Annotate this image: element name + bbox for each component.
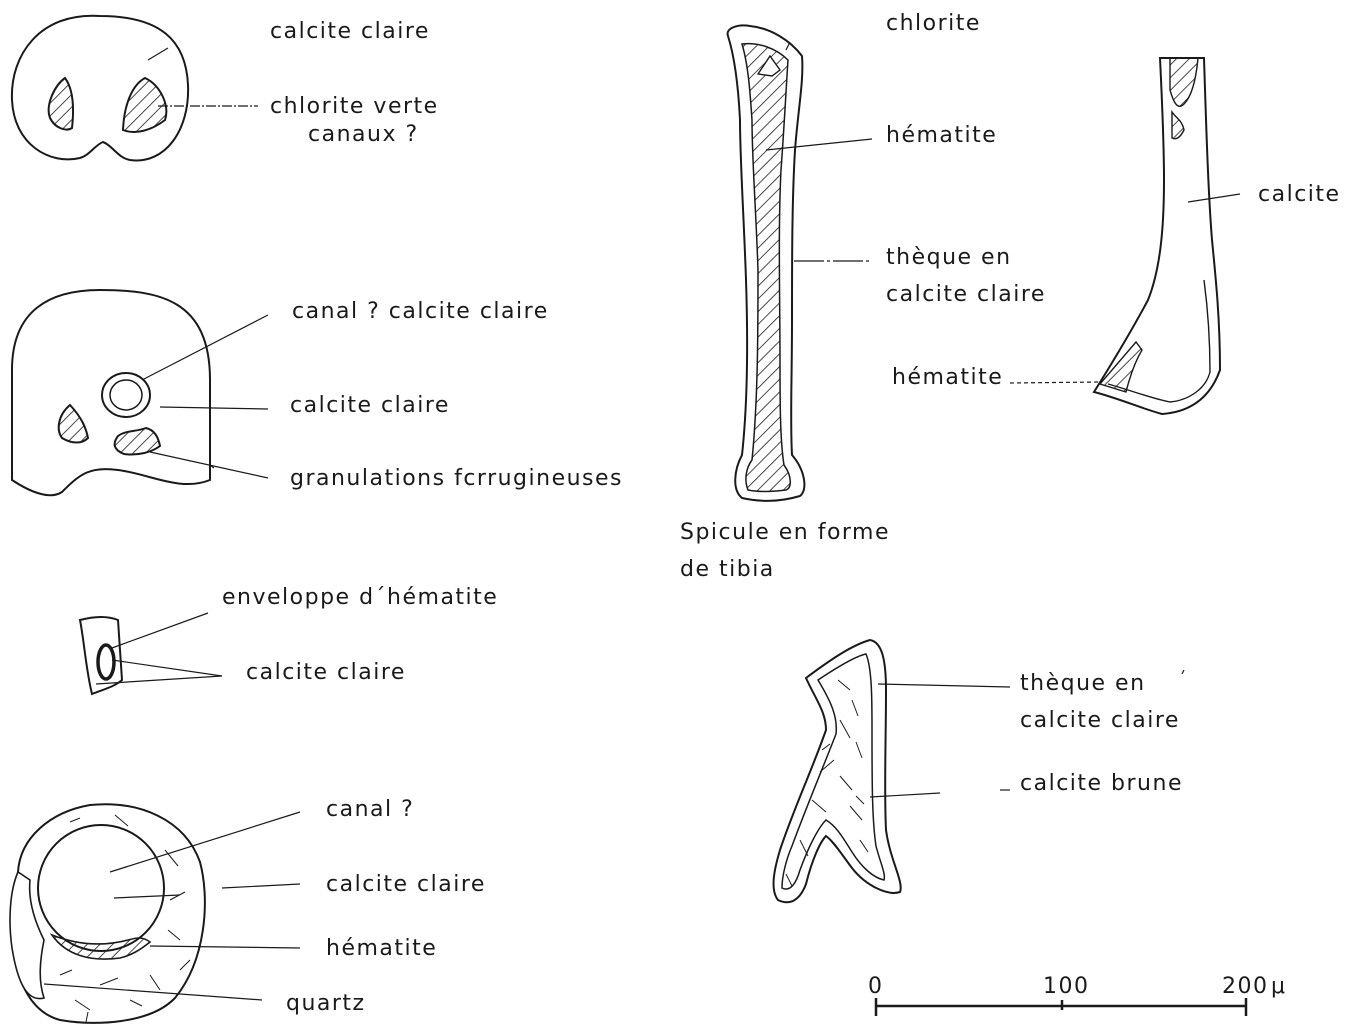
label-tibia-chlorite: chlorite — [886, 11, 981, 36]
tibia-spicule: chlorite hématite thèque en calcite clai… — [680, 11, 1046, 582]
label-calcite-claire-1: calcite claire — [270, 19, 430, 44]
scale-tick-0: 0 — [868, 974, 884, 999]
caption-spicule-tibia: Spicule en forme — [680, 520, 890, 545]
spicule-fragment: calcite hématite — [892, 58, 1341, 414]
scale-unit-micron: μ — [1271, 974, 1287, 999]
label-hematite-4: hématite — [326, 936, 437, 961]
label-canaux: canaux ? — [308, 122, 419, 147]
scale-bar: 0 100 200 μ — [868, 974, 1287, 1016]
caption-de-tibia: de tibia — [680, 557, 775, 582]
label-calcite-claire-4: calcite claire — [326, 872, 486, 897]
spicule-section-3: enveloppe d´hématite calcite claire — [80, 585, 498, 694]
label-tibia-hematite: hématite — [886, 123, 997, 148]
label-tibia-calcite-claire: calcite claire — [886, 282, 1046, 307]
label-tibia-theque-en: thèque en — [886, 245, 1012, 270]
label-enveloppe-hematite: enveloppe d´hématite — [222, 585, 498, 610]
y-shaped-spicule: thèque en calcite claire calcite brune — [774, 640, 1184, 902]
label-canal-calcite-claire: canal ? calcite claire — [292, 299, 549, 324]
label-y-calcite-claire: calcite claire — [1020, 708, 1180, 733]
label-chlorite-verte: chlorite verte — [270, 94, 439, 119]
label-granulations-ferrugineuses: granulations fcrrugineuses — [290, 466, 623, 491]
label-calcite-claire-2: calcite claire — [290, 393, 450, 418]
spicule-section-1: calcite claire chlorite verte canaux ? — [12, 16, 439, 161]
label-calcite-claire-3: calcite claire — [246, 660, 406, 685]
label-y-calcite-brune: calcite brune — [1020, 771, 1183, 796]
label-quartz: quartz — [286, 991, 366, 1016]
spicule-section-4: canal ? calcite claire hématite quartz — [10, 797, 486, 1023]
scale-tick-100: 100 — [1043, 974, 1090, 999]
spicule-section-2: canal ? calcite claire calcite claire gr… — [12, 290, 623, 495]
label-fragment-calcite: calcite — [1258, 182, 1341, 207]
label-fragment-hematite: hématite — [892, 365, 1003, 390]
label-canal: canal ? — [326, 797, 414, 822]
label-y-theque-en: thèque en — [1020, 671, 1146, 696]
scale-tick-200: 200 — [1222, 974, 1269, 999]
